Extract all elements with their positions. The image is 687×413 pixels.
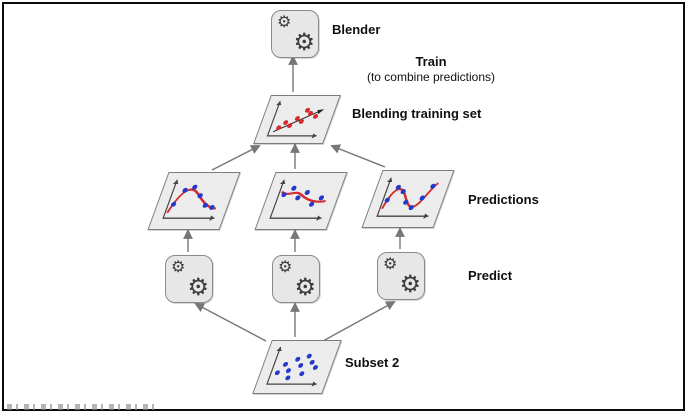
gear-icon: ⚙ [278, 259, 293, 276]
gear-icon: ⚙ [294, 274, 316, 301]
gear-icon: ⚙ [383, 256, 398, 273]
prediction-node-1 [147, 172, 241, 230]
gear-icon: ⚙ [293, 29, 315, 56]
predictor-node-2: ⚙ ⚙ [272, 255, 320, 303]
predictor-node-3: ⚙ ⚙ [377, 252, 425, 300]
blender-label: Blender [332, 22, 381, 37]
train-label: Train [415, 54, 447, 69]
prediction-plot-1 [162, 179, 217, 221]
predict-label: Predict [468, 268, 513, 283]
prediction-node-3 [361, 170, 455, 228]
predictions-label: Predictions [468, 192, 539, 207]
gear-icon: ⚙ [171, 259, 186, 276]
predictor-node-1: ⚙ ⚙ [165, 255, 213, 303]
blending-training-set-label: Blending training set [352, 106, 482, 121]
blender-node: ⚙ ⚙ [271, 10, 319, 58]
gear-icon: ⚙ [277, 14, 292, 31]
train-note: (to combine predictions) [366, 70, 496, 84]
subset-scatter-plot [266, 346, 318, 387]
subset-node [252, 340, 342, 394]
blending-scatter-plot [266, 101, 325, 139]
cropped-caption-text [7, 404, 155, 410]
prediction-plot-2 [269, 179, 326, 221]
subset-label: Subset 2 [345, 355, 400, 370]
gear-icon: ⚙ [399, 271, 421, 298]
gear-icon: ⚙ [187, 274, 209, 301]
blending-training-set-node [253, 95, 341, 144]
prediction-plot-3 [376, 177, 439, 219]
train-annotation: Train (to combine predictions) [356, 54, 506, 84]
prediction-node-2 [254, 172, 348, 230]
